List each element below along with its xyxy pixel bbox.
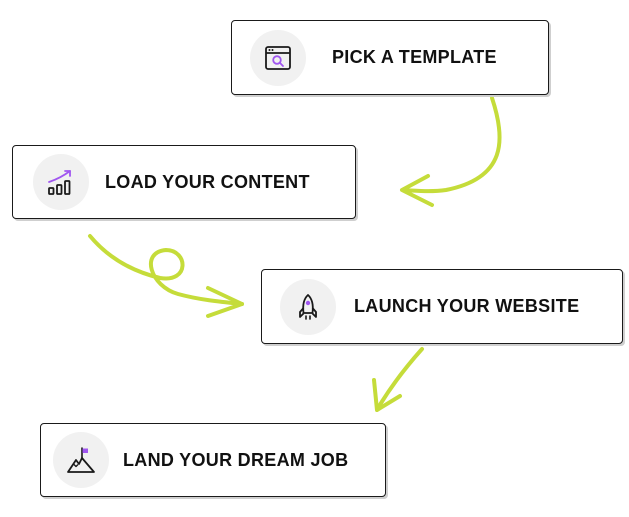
mountain-flag-icon: [53, 432, 109, 488]
step-pick-template: PICK A TEMPLATE: [231, 20, 549, 95]
step-label: LAUNCH YOUR WEBSITE: [354, 296, 580, 316]
arrow-launch-to-land: [376, 347, 424, 410]
step-launch-website: LAUNCH YOUR WEBSITE: [261, 269, 623, 344]
arrow-head-load-to-launch: [206, 286, 244, 318]
arrow-load-to-launch: [88, 234, 244, 306]
step-label: LOAD YOUR CONTENT: [105, 171, 310, 192]
growth-chart-icon: [33, 154, 89, 210]
rocket-icon: [280, 278, 336, 335]
arrow-pick-to-load: [402, 96, 502, 194]
browser-search-icon: [250, 29, 306, 86]
step-land-dream-job: LAND YOUR DREAM JOB: [40, 423, 386, 497]
step-label: LAND YOUR DREAM JOB: [123, 449, 349, 470]
arrow-head-pick-to-load: [400, 174, 434, 207]
arrow-head-launch-to-land: [372, 378, 402, 412]
step-label: PICK A TEMPLATE: [332, 47, 497, 67]
step-load-content: LOAD YOUR CONTENT: [12, 145, 356, 219]
